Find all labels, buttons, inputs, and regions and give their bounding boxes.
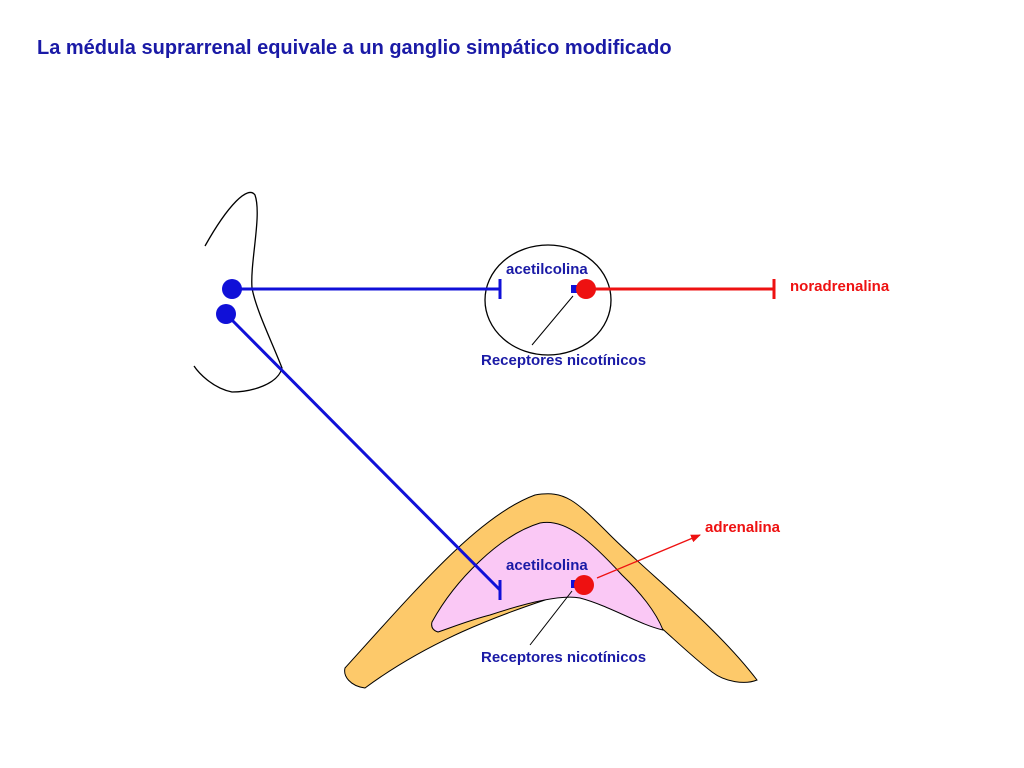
adrenal-medulla — [431, 521, 664, 633]
receptor-pointer-adrenal — [529, 590, 573, 646]
adrenalina-label: adrenalina — [705, 519, 781, 536]
page-title: La médula suprarrenal equivale a un gang… — [37, 37, 672, 59]
preganglionic-axon-to-adrenal — [224, 312, 502, 592]
nicotinic-receptor-adrenal — [571, 580, 577, 588]
receptores-label-ganglion: Receptores nicotínicos — [481, 352, 646, 369]
chromaffin-cell — [574, 575, 594, 595]
preganglionic-soma-upper — [222, 279, 242, 299]
adrenalina-release-arrow — [596, 534, 701, 579]
acetilcolina-label-adrenal: acetilcolina — [506, 557, 588, 574]
receptor-pointer-ganglion — [531, 295, 574, 346]
receptores-label-adrenal: Receptores nicotínicos — [481, 649, 646, 666]
spinal-cord-outline — [193, 191, 283, 393]
sympathetic-ganglion — [484, 244, 612, 356]
acetilcolina-label-ganglion: acetilcolina — [506, 261, 588, 278]
nicotinic-receptor-ganglion — [571, 285, 577, 293]
postganglionic-soma — [576, 279, 596, 299]
preganglionic-soma-lower — [216, 304, 236, 324]
noradrenalina-label: noradrenalina — [790, 278, 890, 295]
